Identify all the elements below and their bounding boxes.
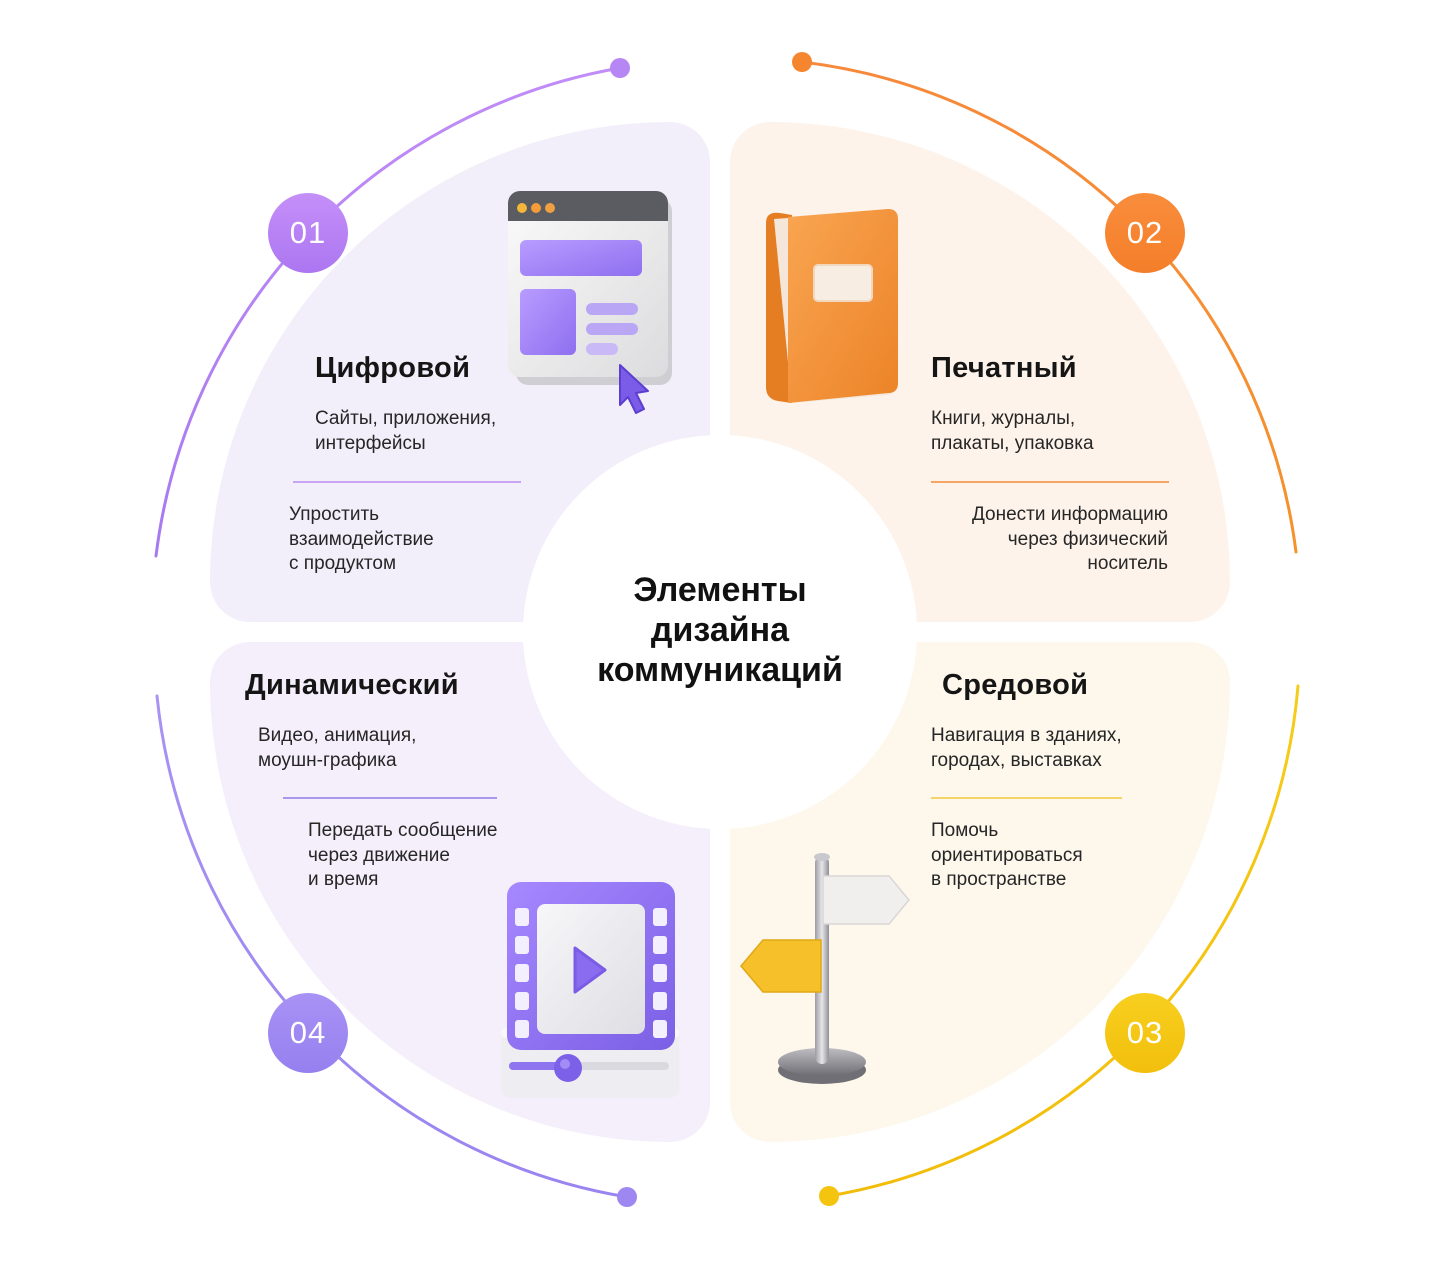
quadrant-goal-environment: Помочь ориентироваться в пространстве (931, 819, 1083, 893)
separator-print (931, 481, 1169, 483)
desc-line: Сайты, приложения, (315, 408, 497, 429)
goal-line: Упростить (289, 504, 380, 525)
browser-window-icon (508, 191, 672, 414)
badge-03: 03 (1105, 993, 1185, 1073)
quadrant-goal-digital: Упростить взаимодействие с продуктом (289, 503, 434, 577)
desc-line: моушн-графика (258, 749, 397, 771)
arc-dot-environment (819, 1186, 839, 1206)
quadrant-desc-dynamic: Видео, анимация, моушн-графика (258, 724, 416, 773)
badge-04: 04 (268, 993, 348, 1073)
desc-line: интерфейсы (315, 432, 426, 454)
desc-line: плакаты, упаковка (931, 432, 1094, 454)
goal-line: Передать сообщение (308, 820, 498, 841)
quadrant-title-digital: Цифровой (315, 352, 471, 384)
quadrant-desc-environment: Навигация в зданиях, городах, выставках (931, 724, 1122, 773)
desc-line: городах, выставках (931, 749, 1102, 771)
quadrant-title-environment: Средовой (942, 669, 1089, 701)
goal-line: ориентироваться (931, 844, 1083, 866)
center-title-line: коммуникаций (597, 651, 843, 689)
desc-line: Видео, анимация, (258, 725, 417, 746)
goal-line: через физический (1007, 528, 1168, 550)
desc-line: Навигация в зданиях, (931, 725, 1122, 746)
center-title: Элементы дизайна коммуникаций (540, 570, 900, 690)
quadrant-title-dynamic: Динамический (245, 669, 459, 701)
badge-02: 02 (1105, 193, 1185, 273)
video-player-icon (501, 882, 679, 1098)
arc-dot-print (792, 52, 812, 72)
quadrant-desc-print: Книги, журналы, плакаты, упаковка (931, 407, 1094, 456)
quadrant-goal-print: Донести информацию через физический носи… (900, 503, 1168, 577)
book-icon (766, 209, 898, 403)
goal-line: носитель (1087, 553, 1168, 574)
quadrant-desc-digital: Сайты, приложения, интерфейсы (315, 407, 496, 456)
quadrant-title-print: Печатный (931, 352, 1077, 384)
desc-line: Книги, журналы, (931, 408, 1076, 429)
quadrant-goal-dynamic: Передать сообщение через движение и врем… (308, 819, 497, 893)
badge-01: 01 (268, 193, 348, 273)
goal-line: взаимодействие (289, 528, 434, 550)
center-title-line: Элементы (633, 571, 807, 609)
goal-line: в пространстве (931, 869, 1067, 890)
center-circle (523, 435, 917, 829)
separator-dynamic (283, 797, 497, 799)
goal-line: через движение (308, 844, 450, 866)
center-title-line: дизайна (650, 611, 790, 649)
signpost-icon (740, 853, 910, 1084)
goal-line: Помочь (931, 820, 999, 841)
separator-digital (293, 481, 521, 483)
goal-line: Донести информацию (971, 504, 1168, 525)
goal-line: с продуктом (289, 553, 397, 574)
goal-line: и время (308, 869, 379, 890)
separator-environment (931, 797, 1122, 799)
arc-dot-dynamic (617, 1187, 637, 1207)
arc-dot-digital (610, 58, 630, 78)
